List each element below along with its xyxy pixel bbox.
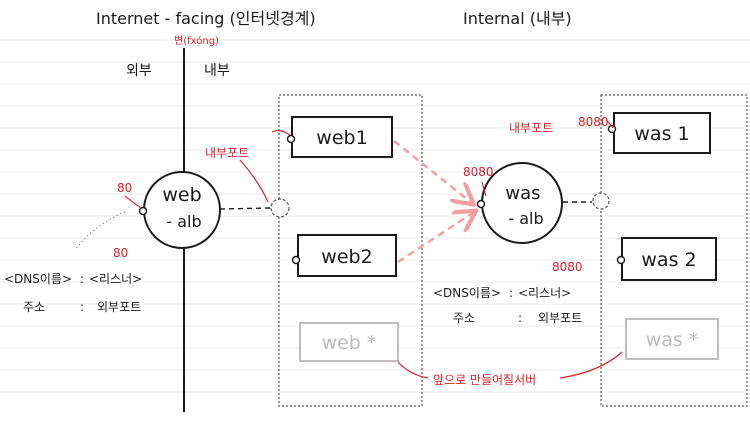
port-8080-was1: 8080 bbox=[578, 115, 609, 129]
web1-port bbox=[286, 134, 296, 144]
web-alb-label-line1: web bbox=[162, 184, 201, 206]
zone-external-label: 외부 bbox=[126, 63, 152, 79]
was-alb-label-line2: - alb bbox=[508, 209, 543, 228]
web1-label: web1 bbox=[316, 127, 367, 149]
internal-port-note-left: 내부포트 bbox=[205, 146, 249, 160]
was-dns-row-right: 외부포트 bbox=[538, 311, 582, 325]
was-star-label: was * bbox=[646, 329, 699, 351]
port-80-dns: 80 bbox=[113, 246, 128, 260]
was-alb-label-line1: was bbox=[505, 183, 540, 204]
note-curve-was-alb-port bbox=[481, 181, 487, 197]
was-dns-header-left: <DNS이름> bbox=[433, 286, 501, 300]
note-curve-left bbox=[239, 159, 269, 203]
internal-port-note-mid: 내부포트 bbox=[509, 121, 553, 135]
title-internet-facing: Internet - facing (인터넷경계) bbox=[96, 9, 316, 28]
was1-label: was 1 bbox=[634, 123, 689, 145]
was-subnet-port bbox=[592, 192, 610, 210]
was-dns-colon: : bbox=[509, 286, 513, 300]
port-8080-was-alb: 8080 bbox=[463, 165, 494, 179]
was1-port bbox=[607, 124, 617, 134]
was-star-box bbox=[625, 318, 719, 360]
web2-port bbox=[291, 255, 301, 265]
web-dns-header-left: <DNS이름> bbox=[4, 272, 72, 286]
web-star-box bbox=[299, 322, 399, 362]
arrow-web2-to-was-alb bbox=[397, 212, 474, 264]
future-servers-note: 앞으로 만들어질서버 bbox=[433, 373, 536, 387]
note-curve-web-alb-port bbox=[124, 195, 142, 209]
was2-label: was 2 bbox=[641, 249, 696, 271]
web-alb-link bbox=[219, 207, 271, 210]
was-dns-row-left: 주소 bbox=[453, 311, 475, 325]
arrow-web1-to-was-alb bbox=[393, 140, 472, 203]
web-dns-header-right: <리스너> bbox=[89, 272, 142, 286]
web2-label: web2 bbox=[321, 246, 372, 268]
zone-internal-label: 내부 bbox=[204, 63, 230, 79]
was-subnet-box bbox=[600, 94, 748, 407]
port-8080-dns: 8080 bbox=[552, 260, 583, 274]
web-dns-row-colon: : bbox=[80, 300, 84, 314]
note-curve-web1 bbox=[271, 129, 291, 136]
dns-dotted-link bbox=[74, 211, 126, 251]
was2-port bbox=[616, 255, 626, 265]
web-alb-port bbox=[138, 206, 148, 216]
web-subnet-box bbox=[278, 94, 423, 407]
web-star-label: web * bbox=[322, 332, 377, 354]
title-internal: Internal (내부) bbox=[463, 9, 572, 28]
was-dns-header-right: <리스너> bbox=[518, 286, 571, 300]
web-alb-label-line2: - alb bbox=[166, 212, 201, 231]
web2-box bbox=[297, 234, 397, 277]
note-curve-was1-port bbox=[605, 119, 614, 129]
web-dns-row-right: 외부포트 bbox=[97, 300, 141, 314]
web-dns-colon: : bbox=[80, 272, 84, 286]
web-subnet-port bbox=[270, 198, 290, 218]
web-dns-row-left: 주소 bbox=[23, 300, 45, 314]
port-80-alb: 80 bbox=[117, 181, 132, 195]
boundary-note: 변(fxóng) bbox=[174, 35, 219, 47]
was1-box bbox=[613, 112, 711, 154]
web1-box bbox=[291, 116, 393, 158]
note-curve-future-web bbox=[397, 361, 429, 379]
was-dns-row-colon: : bbox=[518, 311, 522, 325]
note-curve-future-was bbox=[559, 351, 623, 379]
was-alb-port bbox=[476, 199, 486, 209]
